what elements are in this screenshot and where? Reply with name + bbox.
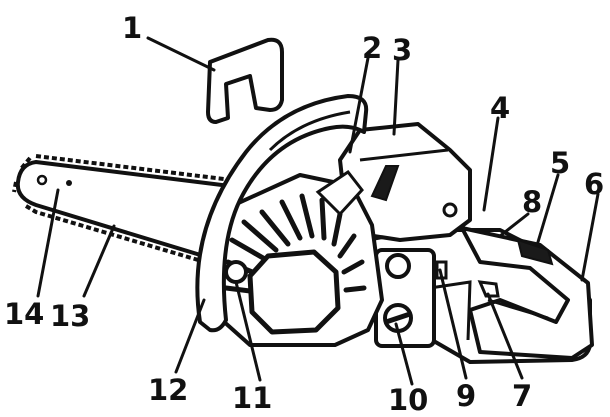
front-handle: [195, 94, 369, 333]
callout-4: 4: [490, 91, 510, 125]
tank-caps: [374, 248, 436, 348]
callout-6: 6: [584, 167, 604, 201]
bar-nose-rivet: [36, 174, 48, 186]
starter-housing: [206, 169, 384, 347]
callout-13: 13: [50, 299, 90, 333]
starter-grip: [224, 260, 248, 284]
callout-5: 5: [550, 146, 570, 180]
callout-3: 3: [392, 33, 412, 67]
callout-10: 10: [388, 383, 428, 417]
callout-11: 11: [232, 381, 272, 415]
chain-brake-guard: [206, 37, 284, 124]
guide-bar: [12, 154, 233, 272]
top-cover: [338, 122, 472, 242]
throttle-trigger: [477, 280, 500, 298]
callout-labels: 1 2 3 4 5 6 7 8 9 10 11 12 13 14: [4, 11, 604, 417]
callout-12: 12: [148, 373, 188, 407]
callout-9: 9: [456, 379, 476, 413]
callout-8: 8: [522, 185, 542, 219]
callout-14: 14: [4, 297, 44, 331]
callout-7: 7: [512, 379, 532, 413]
starter-cover: [247, 249, 341, 335]
throttle-lockout: [516, 238, 554, 266]
cover-screw: [442, 202, 458, 218]
bar-rivet: [66, 180, 72, 186]
leader-lines: [36, 36, 600, 386]
callout-2: 2: [362, 31, 382, 65]
choke-knob: [370, 165, 400, 202]
callout-1: 1: [122, 11, 142, 45]
oil-cap: [385, 253, 411, 279]
